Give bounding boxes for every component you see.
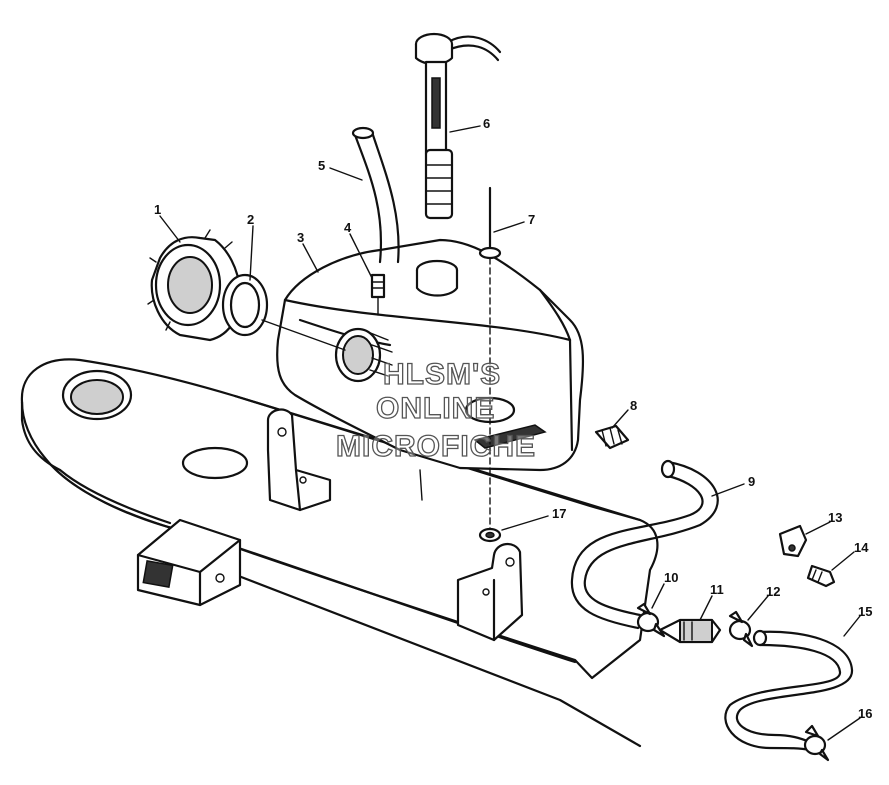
cap-leader [261, 319, 346, 351]
frame-chassis [20, 358, 659, 748]
fuel-cap [147, 229, 242, 342]
callout-3: 3 [297, 230, 304, 245]
callout-5: 5 [318, 158, 325, 173]
callout-1: 1 [154, 202, 161, 217]
callout-7: 7 [528, 212, 535, 227]
callout-labels: 1 2 3 4 5 6 7 8 9 10 11 12 13 14 15 16 1… [154, 116, 872, 721]
clamp-12 [728, 610, 754, 648]
screw [806, 564, 836, 588]
clamp-10 [636, 602, 666, 638]
callout-15: 15 [858, 604, 872, 619]
vent-hose [351, 126, 400, 264]
fuel-line-15 [724, 629, 854, 752]
fuel-line [570, 459, 719, 630]
washer [478, 527, 502, 543]
callout-12: 12 [766, 584, 780, 599]
callout-4: 4 [344, 220, 352, 235]
watermark: HLSM'S ONLINE MICROFICHE [335, 357, 536, 463]
watermark-line-3: MICROFICHE [336, 430, 536, 463]
callout-13: 13 [828, 510, 842, 525]
watermark-line-1: HLSM'S [383, 358, 501, 391]
callout-9: 9 [748, 474, 755, 489]
clip [778, 524, 808, 558]
clamp-16 [803, 724, 830, 762]
callout-6: 6 [483, 116, 490, 131]
callout-14: 14 [854, 540, 869, 555]
fuel-gauge [414, 32, 502, 220]
vent-fitting [370, 273, 386, 316]
watermark-line-2: ONLINE [376, 392, 495, 425]
callout-10: 10 [664, 570, 678, 585]
gasket [221, 273, 269, 337]
callout-16: 16 [858, 706, 872, 721]
pickup-tube [478, 186, 502, 531]
callout-11: 11 [710, 582, 724, 597]
fuel-filter [658, 618, 722, 644]
leader-lines [159, 125, 861, 741]
fuel-fitting [594, 424, 630, 450]
callout-8: 8 [630, 398, 637, 413]
callout-17: 17 [552, 506, 566, 521]
callout-2: 2 [247, 212, 254, 227]
